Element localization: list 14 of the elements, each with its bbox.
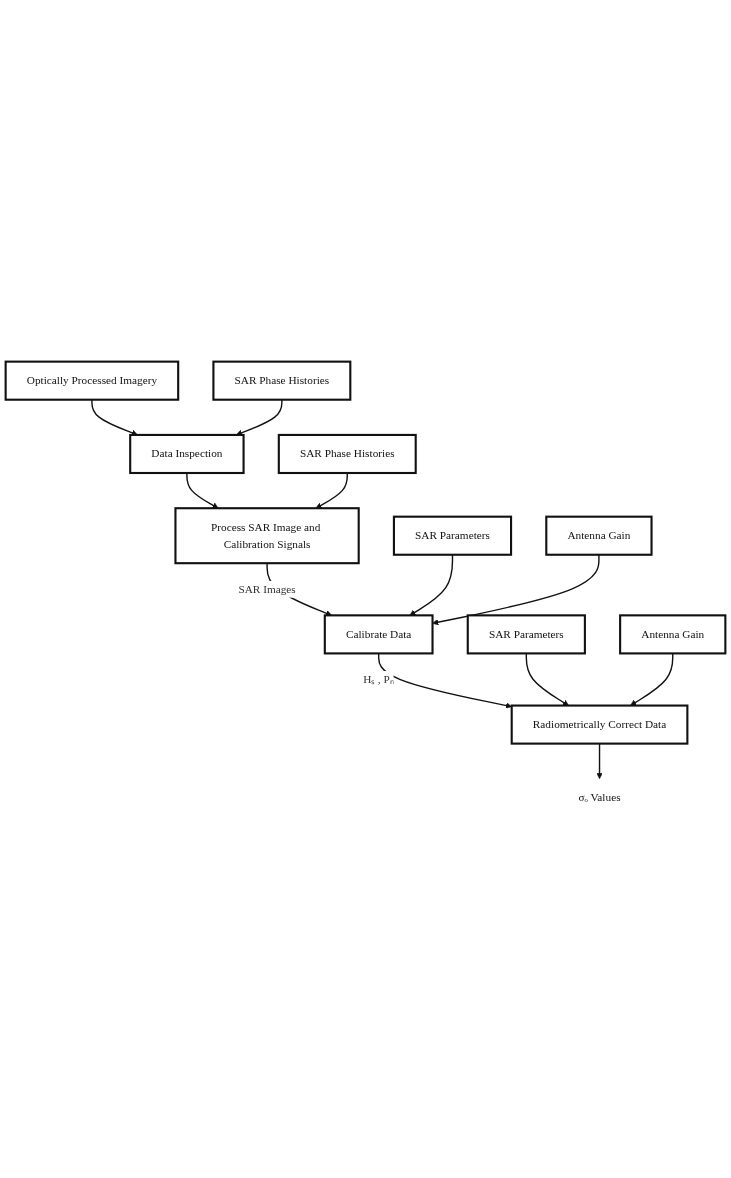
node-box: Process SAR Image and Calibration Signals <box>174 506 360 564</box>
node-text: σₒ Values <box>578 791 621 804</box>
node-box: SAR Parameters <box>466 614 586 655</box>
edge-label: SAR Images <box>238 582 296 595</box>
node-box: Antenna Gain <box>545 515 653 556</box>
node-box: SAR Parameters <box>392 515 513 556</box>
node-box: Optically Processed Imagery <box>4 360 180 401</box>
node-box: SAR Phase Histories <box>212 360 352 401</box>
edge-label: Hₛ , Pₙ <box>363 672 394 685</box>
node-box: Radiometrically Correct Data <box>510 704 689 745</box>
node-box: Antenna Gain <box>619 614 727 655</box>
node-box: SAR Phase Histories <box>277 433 417 474</box>
node-box: Data Inspection <box>129 433 245 474</box>
node-box: Calibrate Data <box>323 614 434 655</box>
